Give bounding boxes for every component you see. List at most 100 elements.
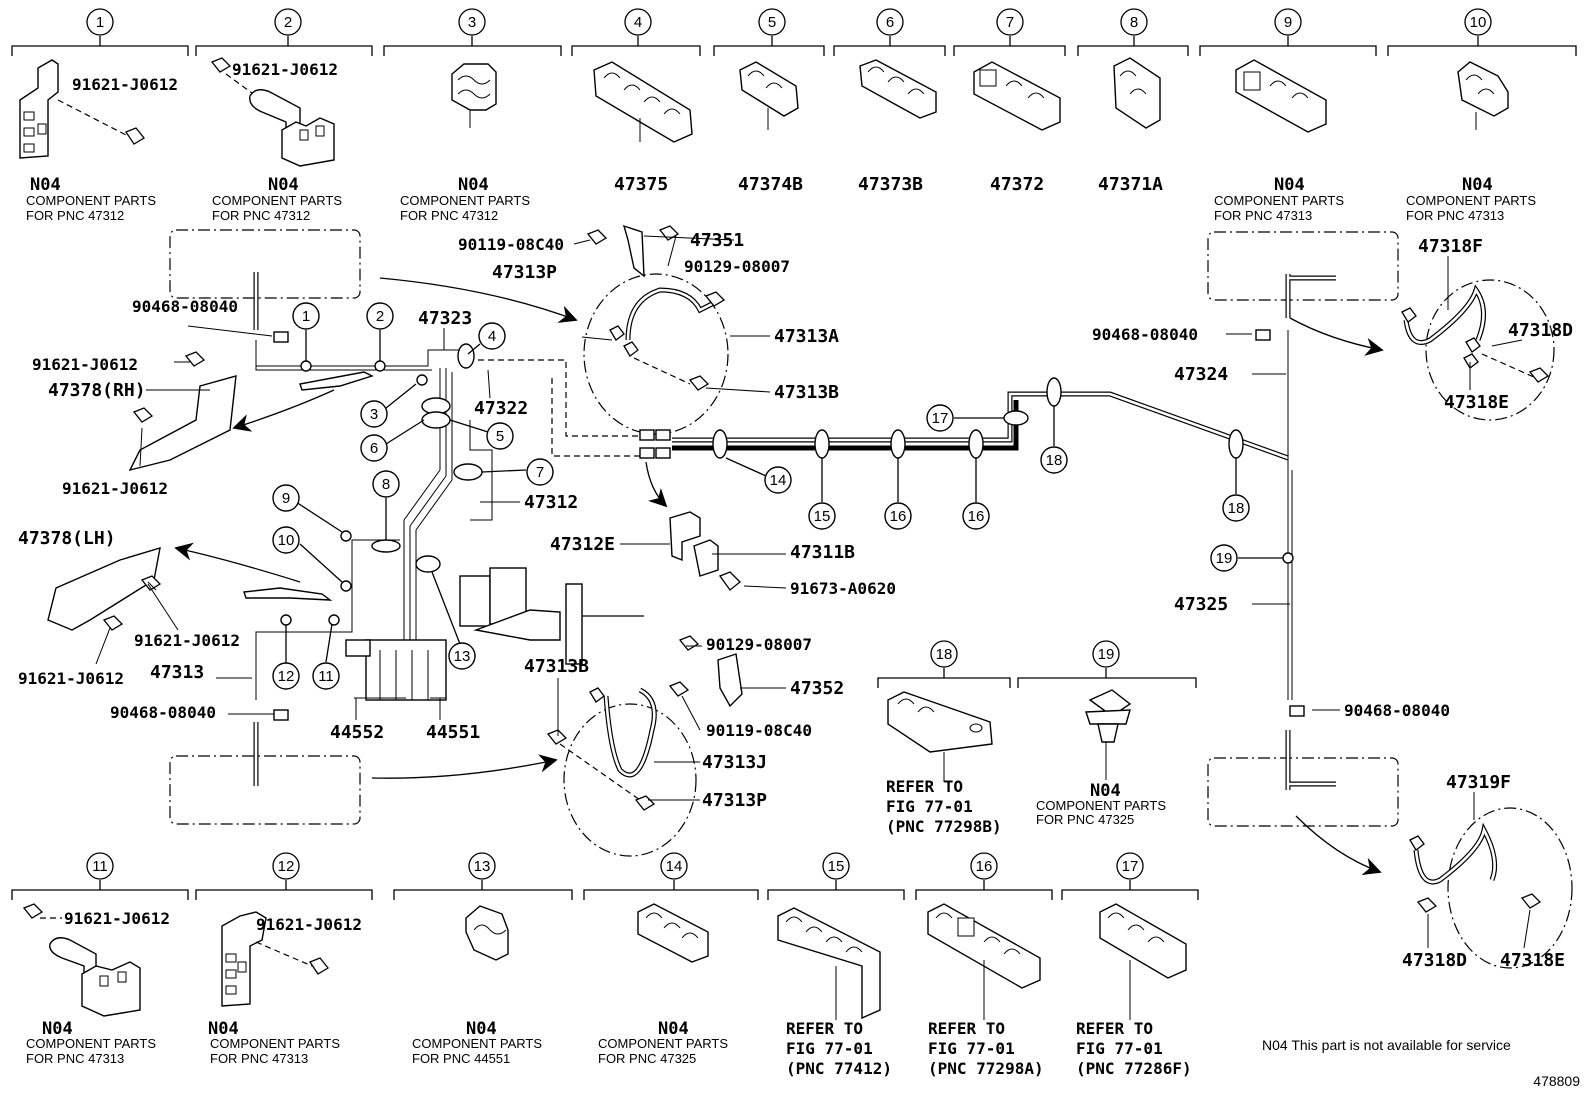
rear-wheel-area-rh <box>1207 231 1399 301</box>
label-91621-j0612-d: 91621-J0612 <box>18 669 124 688</box>
desc-line2-callout-10: FOR PNC 47313 <box>1406 208 1504 223</box>
ref-line3-callout-16: (PNC 77298A) <box>928 1059 1044 1078</box>
callout-number-15: 15 <box>828 858 845 875</box>
inline-callout-17: 17 <box>926 404 954 432</box>
inline-callouts: 1 2 3 4 5 6 7 8 9 10 11 12 13 14 15 16 1… <box>272 302 1283 690</box>
label-90119-08c40-a: 90119-08C40 <box>458 235 564 254</box>
desc-line1-callout-12: COMPONENT PARTS <box>210 1036 340 1051</box>
desc-line2-callout-14: FOR PNC 47325 <box>598 1051 696 1066</box>
ref-line1-callout-16: REFER TO <box>928 1019 1005 1038</box>
callout-number-11: 11 <box>92 858 108 875</box>
ref-line3-callout-17: (PNC 77286F) <box>1076 1059 1192 1078</box>
desc-line1-callout-2: COMPONENT PARTS <box>212 193 342 208</box>
callout-number-6: 6 <box>886 14 894 31</box>
top-callout-row: 1 2 3 4 5 6 7 8 9 10 91 <box>11 8 1577 223</box>
label-91621-j0612-b: 91621-J0612 <box>62 479 168 498</box>
part-number-callout-13: N04 <box>466 1019 497 1039</box>
label-47313b-a: 47313B <box>774 382 839 403</box>
clamp-part-18-drawing <box>887 691 993 782</box>
callout-number-3: 3 <box>468 14 476 31</box>
middle-callouts: 18 19 REFER TO FIG 77-01 (PNC 77298B) N0… <box>877 640 1197 836</box>
desc-line2-callout-3: FOR PNC 47312 <box>400 208 498 223</box>
label-47378-lh: 47378(LH) <box>18 528 116 549</box>
footnote: N04 This part is not available for servi… <box>1262 1037 1511 1053</box>
inline-callout-3: 3 <box>360 400 388 428</box>
clamp-part-3-drawing <box>451 63 497 128</box>
callout-number-17: 17 <box>1122 858 1139 875</box>
label-47313p-b: 47313P <box>702 790 767 811</box>
callout-number-8: 8 <box>1130 14 1138 31</box>
part-number-callout-11: N04 <box>42 1019 73 1039</box>
part-number-callout-12: N04 <box>208 1019 239 1039</box>
part-number-callout-8: 47371A <box>1098 174 1163 195</box>
part-number-callout-19: N04 <box>1090 781 1121 801</box>
part-labels: 90468-08040 91621-J0612 47378(RH) 91621-… <box>18 230 1573 971</box>
clamp-part-13-drawing <box>465 905 509 961</box>
clamp-part-16-drawing <box>927 903 1041 1020</box>
callout-circle-16 <box>970 852 998 880</box>
inline-callout-number: 11 <box>318 668 334 685</box>
inline-callout-19: 19 <box>1210 544 1238 572</box>
desc-line2-callout-19: FOR PNC 47325 <box>1036 812 1134 827</box>
label-47319f: 47319F <box>1446 772 1511 793</box>
label-47318d-rear-rh: 47318D <box>1508 320 1573 341</box>
bottom-callout-row: 11 12 13 14 15 16 17 91621-J0612 N04 COM… <box>11 852 1199 1078</box>
inline-callout-number: 4 <box>488 328 496 345</box>
inline-callout-number: 18 <box>1228 500 1245 517</box>
inline-callout-6: 6 <box>360 434 388 462</box>
callout-number-2: 2 <box>284 14 292 31</box>
callout-circle-1 <box>86 8 114 36</box>
inline-callout-number: 8 <box>382 476 390 493</box>
callout-circle-5 <box>758 8 786 36</box>
label-47325: 47325 <box>1174 594 1228 615</box>
clamp-part-4-drawing <box>593 61 693 143</box>
part-number-callout-4: 47375 <box>614 174 668 195</box>
inline-callout-number: 2 <box>376 308 384 325</box>
bolt-label-callout-11: 91621-J0612 <box>64 909 170 928</box>
label-47312: 47312 <box>524 492 578 513</box>
label-47323: 47323 <box>418 308 472 329</box>
desc-line1-callout-3: COMPONENT PARTS <box>400 193 530 208</box>
clamp-part-5-drawing <box>739 61 799 130</box>
inline-callout-2: 2 <box>366 302 394 330</box>
inline-callout-number: 17 <box>932 410 949 427</box>
callout-number-5: 5 <box>768 14 776 31</box>
desc-line1-callout-1: COMPONENT PARTS <box>26 193 156 208</box>
label-47351: 47351 <box>690 230 744 251</box>
clamp-part-7-drawing <box>973 61 1061 131</box>
desc-line2-callout-1: FOR PNC 47312 <box>26 208 124 223</box>
desc-line1-callout-9: COMPONENT PARTS <box>1214 193 1344 208</box>
part-number-callout-3: N04 <box>458 175 489 195</box>
label-90129-08007-b: 90129-08007 <box>706 635 812 654</box>
ref-line2-callout-18: FIG 77-01 <box>886 797 973 816</box>
figure-id: 478809 <box>1533 1073 1580 1089</box>
label-47313j: 47313J <box>702 752 767 773</box>
callout-circle-10 <box>1464 8 1492 36</box>
inline-callout-number: 16 <box>890 508 907 525</box>
clamp-part-15-drawing <box>777 907 881 1020</box>
label-44551: 44551 <box>426 722 480 743</box>
desc-line2-callout-12: FOR PNC 47313 <box>210 1051 308 1066</box>
callout-number-7: 7 <box>1006 14 1014 31</box>
ref-line1-callout-15: REFER TO <box>786 1019 863 1038</box>
ref-line2-callout-17: FIG 77-01 <box>1076 1039 1163 1058</box>
inline-callout-number: 3 <box>370 406 378 423</box>
inline-callout-11: 11 <box>312 662 340 690</box>
part-number-callout-10: N04 <box>1462 175 1493 195</box>
label-44552: 44552 <box>330 722 384 743</box>
inline-callout-10: 10 <box>272 526 300 554</box>
ref-line2-callout-15: FIG 77-01 <box>786 1039 873 1058</box>
part-number-callout-1: N04 <box>30 175 61 195</box>
bracket-47378-rh-drawing <box>128 351 237 472</box>
inline-callout-18a: 18 <box>1040 446 1068 474</box>
inline-callout-number: 7 <box>536 464 544 481</box>
inline-callout-number: 19 <box>1216 550 1233 567</box>
inline-callout-15: 15 <box>808 502 836 530</box>
part-number-callout-7: 47372 <box>990 174 1044 195</box>
inline-callout-8: 8 <box>372 470 400 498</box>
abs-actuator-drawing <box>345 567 644 701</box>
desc-line1-callout-14: COMPONENT PARTS <box>598 1036 728 1051</box>
callout-circle-6 <box>876 8 904 36</box>
label-91621-j0612-c: 91621-J0612 <box>134 631 240 650</box>
part-number-callout-9: N04 <box>1274 175 1305 195</box>
